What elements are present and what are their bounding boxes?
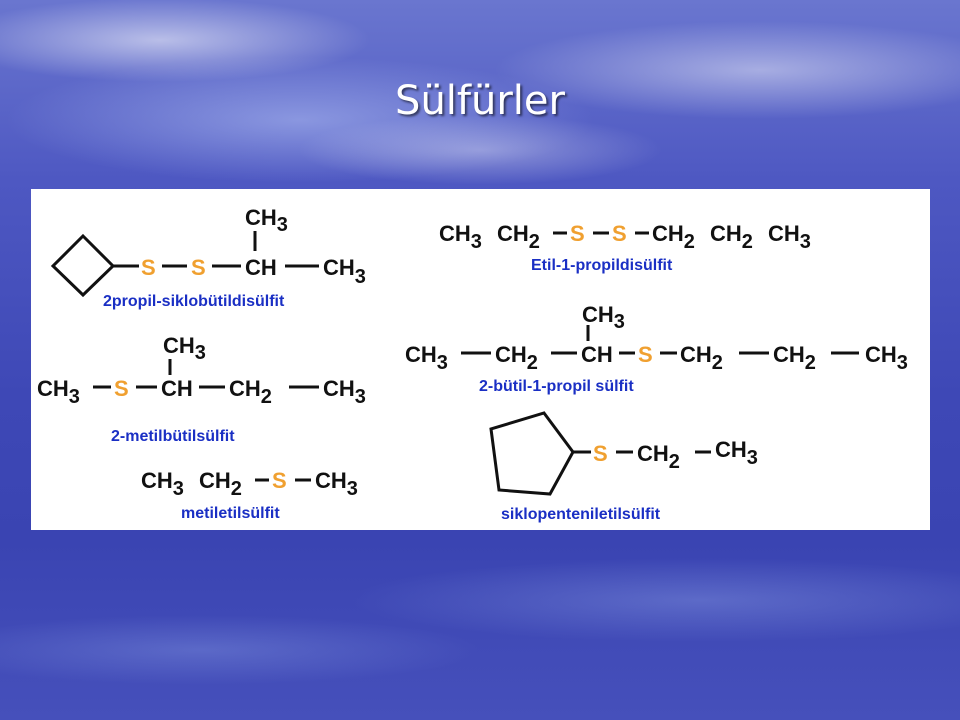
atom-ch2: CH2 bbox=[495, 342, 538, 374]
atom-ch: CH bbox=[245, 255, 277, 280]
atom-ch3: CH3 bbox=[37, 376, 80, 408]
structures-drawing: S S CH CH3 CH3 2propil-siklobütildisülfi… bbox=[37, 205, 908, 523]
atom-ch2: CH2 bbox=[497, 221, 540, 253]
atom-s: S bbox=[612, 221, 627, 246]
atom-ch2: CH2 bbox=[652, 221, 695, 253]
atom-ch2: CH2 bbox=[680, 342, 723, 374]
molecule-siklopenteniletilsulfit: S CH2 CH3 siklopenteniletilsülfit bbox=[489, 411, 758, 523]
atom-ch3: CH3 bbox=[768, 221, 811, 253]
slide-title: Sülfürler bbox=[395, 78, 565, 124]
molecule-label: 2-metilbütilsülfit bbox=[111, 428, 235, 445]
atom-ch2: CH2 bbox=[710, 221, 753, 253]
molecule-metiletilsulfit: CH3 CH2 S CH3 metiletilsülfit bbox=[141, 468, 358, 522]
atom-s: S bbox=[570, 221, 585, 246]
atom-ch3: CH3 bbox=[323, 376, 366, 408]
atom-ch3: CH3 bbox=[715, 437, 758, 469]
atom-ch3: CH3 bbox=[865, 342, 908, 374]
atom-ch3: CH3 bbox=[141, 468, 184, 500]
atom-ch3: CH3 bbox=[315, 468, 358, 500]
atom-ch3: CH3 bbox=[323, 255, 366, 288]
atom-s: S bbox=[114, 376, 129, 401]
atom-s: S bbox=[638, 342, 653, 367]
atom-ch2: CH2 bbox=[199, 468, 242, 500]
sulfide-structures-image: S S CH CH3 CH3 2propil-siklobütildisülfi… bbox=[31, 189, 930, 530]
atom-ch3: CH3 bbox=[245, 205, 288, 236]
molecule-label: 2propil-siklobütildisülfit bbox=[103, 293, 285, 310]
atom-s: S bbox=[141, 255, 156, 280]
molecule-label: siklopenteniletilsülfit bbox=[501, 506, 661, 523]
molecule-2propil-siklobutildisulfit: S S CH CH3 CH3 2propil-siklobütildisülfi… bbox=[50, 205, 366, 310]
atom-ch3: CH3 bbox=[582, 302, 625, 333]
atom-s: S bbox=[593, 441, 608, 466]
atom-ch2: CH2 bbox=[229, 376, 272, 408]
molecule-label: Etil-1-propildisülfit bbox=[531, 257, 673, 274]
molecule-etil-1-propildisulfit: CH3 CH2 S S CH2 CH2 CH3 Etil-1-propildis… bbox=[439, 221, 811, 274]
atom-s: S bbox=[272, 468, 287, 493]
atom-ch2: CH2 bbox=[773, 342, 816, 374]
cyclobutane-ring bbox=[50, 233, 116, 298]
cyclopentane-ring bbox=[489, 411, 575, 496]
molecule-2-metilbutilsulfit: CH3 CH3 S CH CH2 CH3 2-metilbütilsülfit bbox=[37, 333, 366, 445]
atom-ch: CH bbox=[161, 376, 193, 401]
atom-ch3: CH3 bbox=[163, 333, 206, 364]
atom-ch3: CH3 bbox=[439, 221, 482, 253]
atom-s: S bbox=[191, 255, 206, 280]
molecule-label: metiletilsülfit bbox=[181, 505, 280, 522]
atom-ch2: CH2 bbox=[637, 441, 680, 473]
molecule-2-butil-1-propil-sulfit: CH3 CH3 CH2 CH S CH2 CH2 CH3 2-bütil-1-p… bbox=[405, 302, 908, 395]
atom-ch: CH bbox=[581, 342, 613, 367]
molecule-label: 2-bütil-1-propil sülfit bbox=[479, 378, 634, 395]
atom-ch3: CH3 bbox=[405, 342, 448, 374]
